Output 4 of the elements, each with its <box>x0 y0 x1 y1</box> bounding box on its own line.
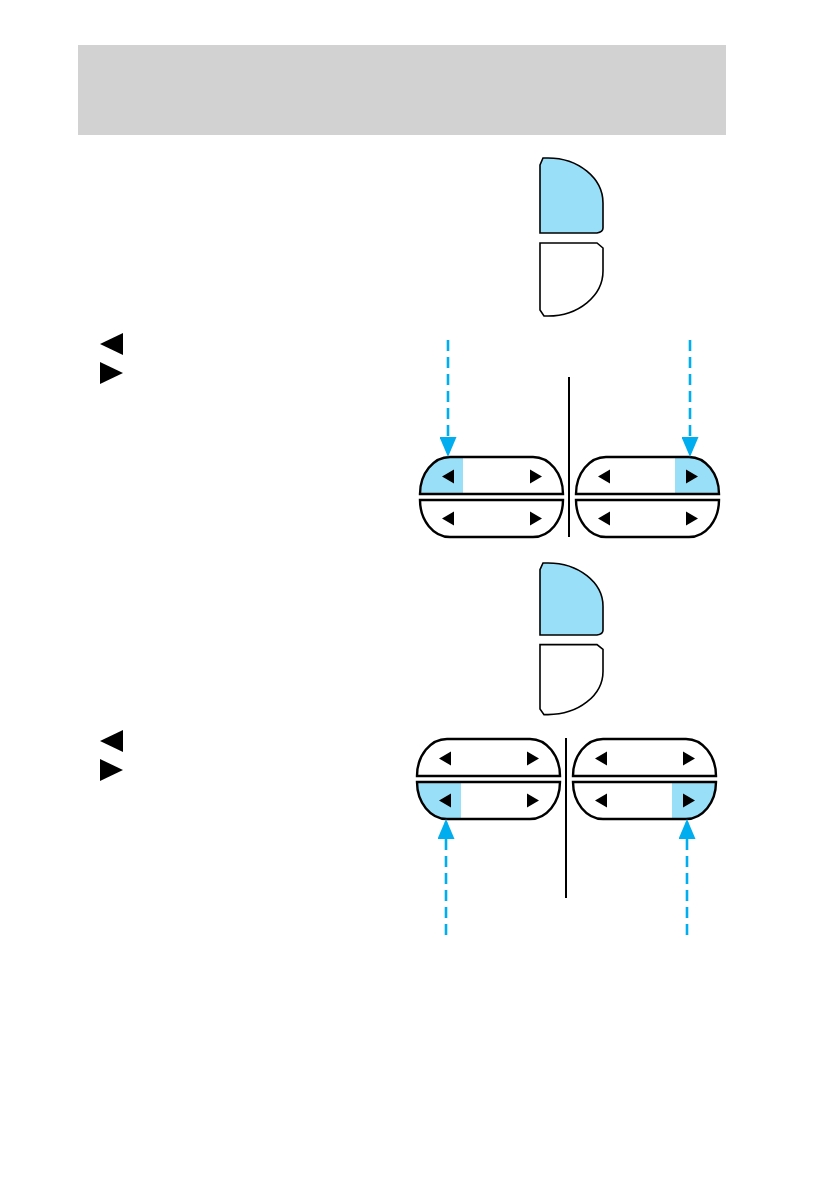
leader-arrow <box>681 340 699 457</box>
leader-arrow <box>439 340 457 457</box>
leader-arrow <box>678 819 696 935</box>
leader-arrow <box>437 819 455 935</box>
